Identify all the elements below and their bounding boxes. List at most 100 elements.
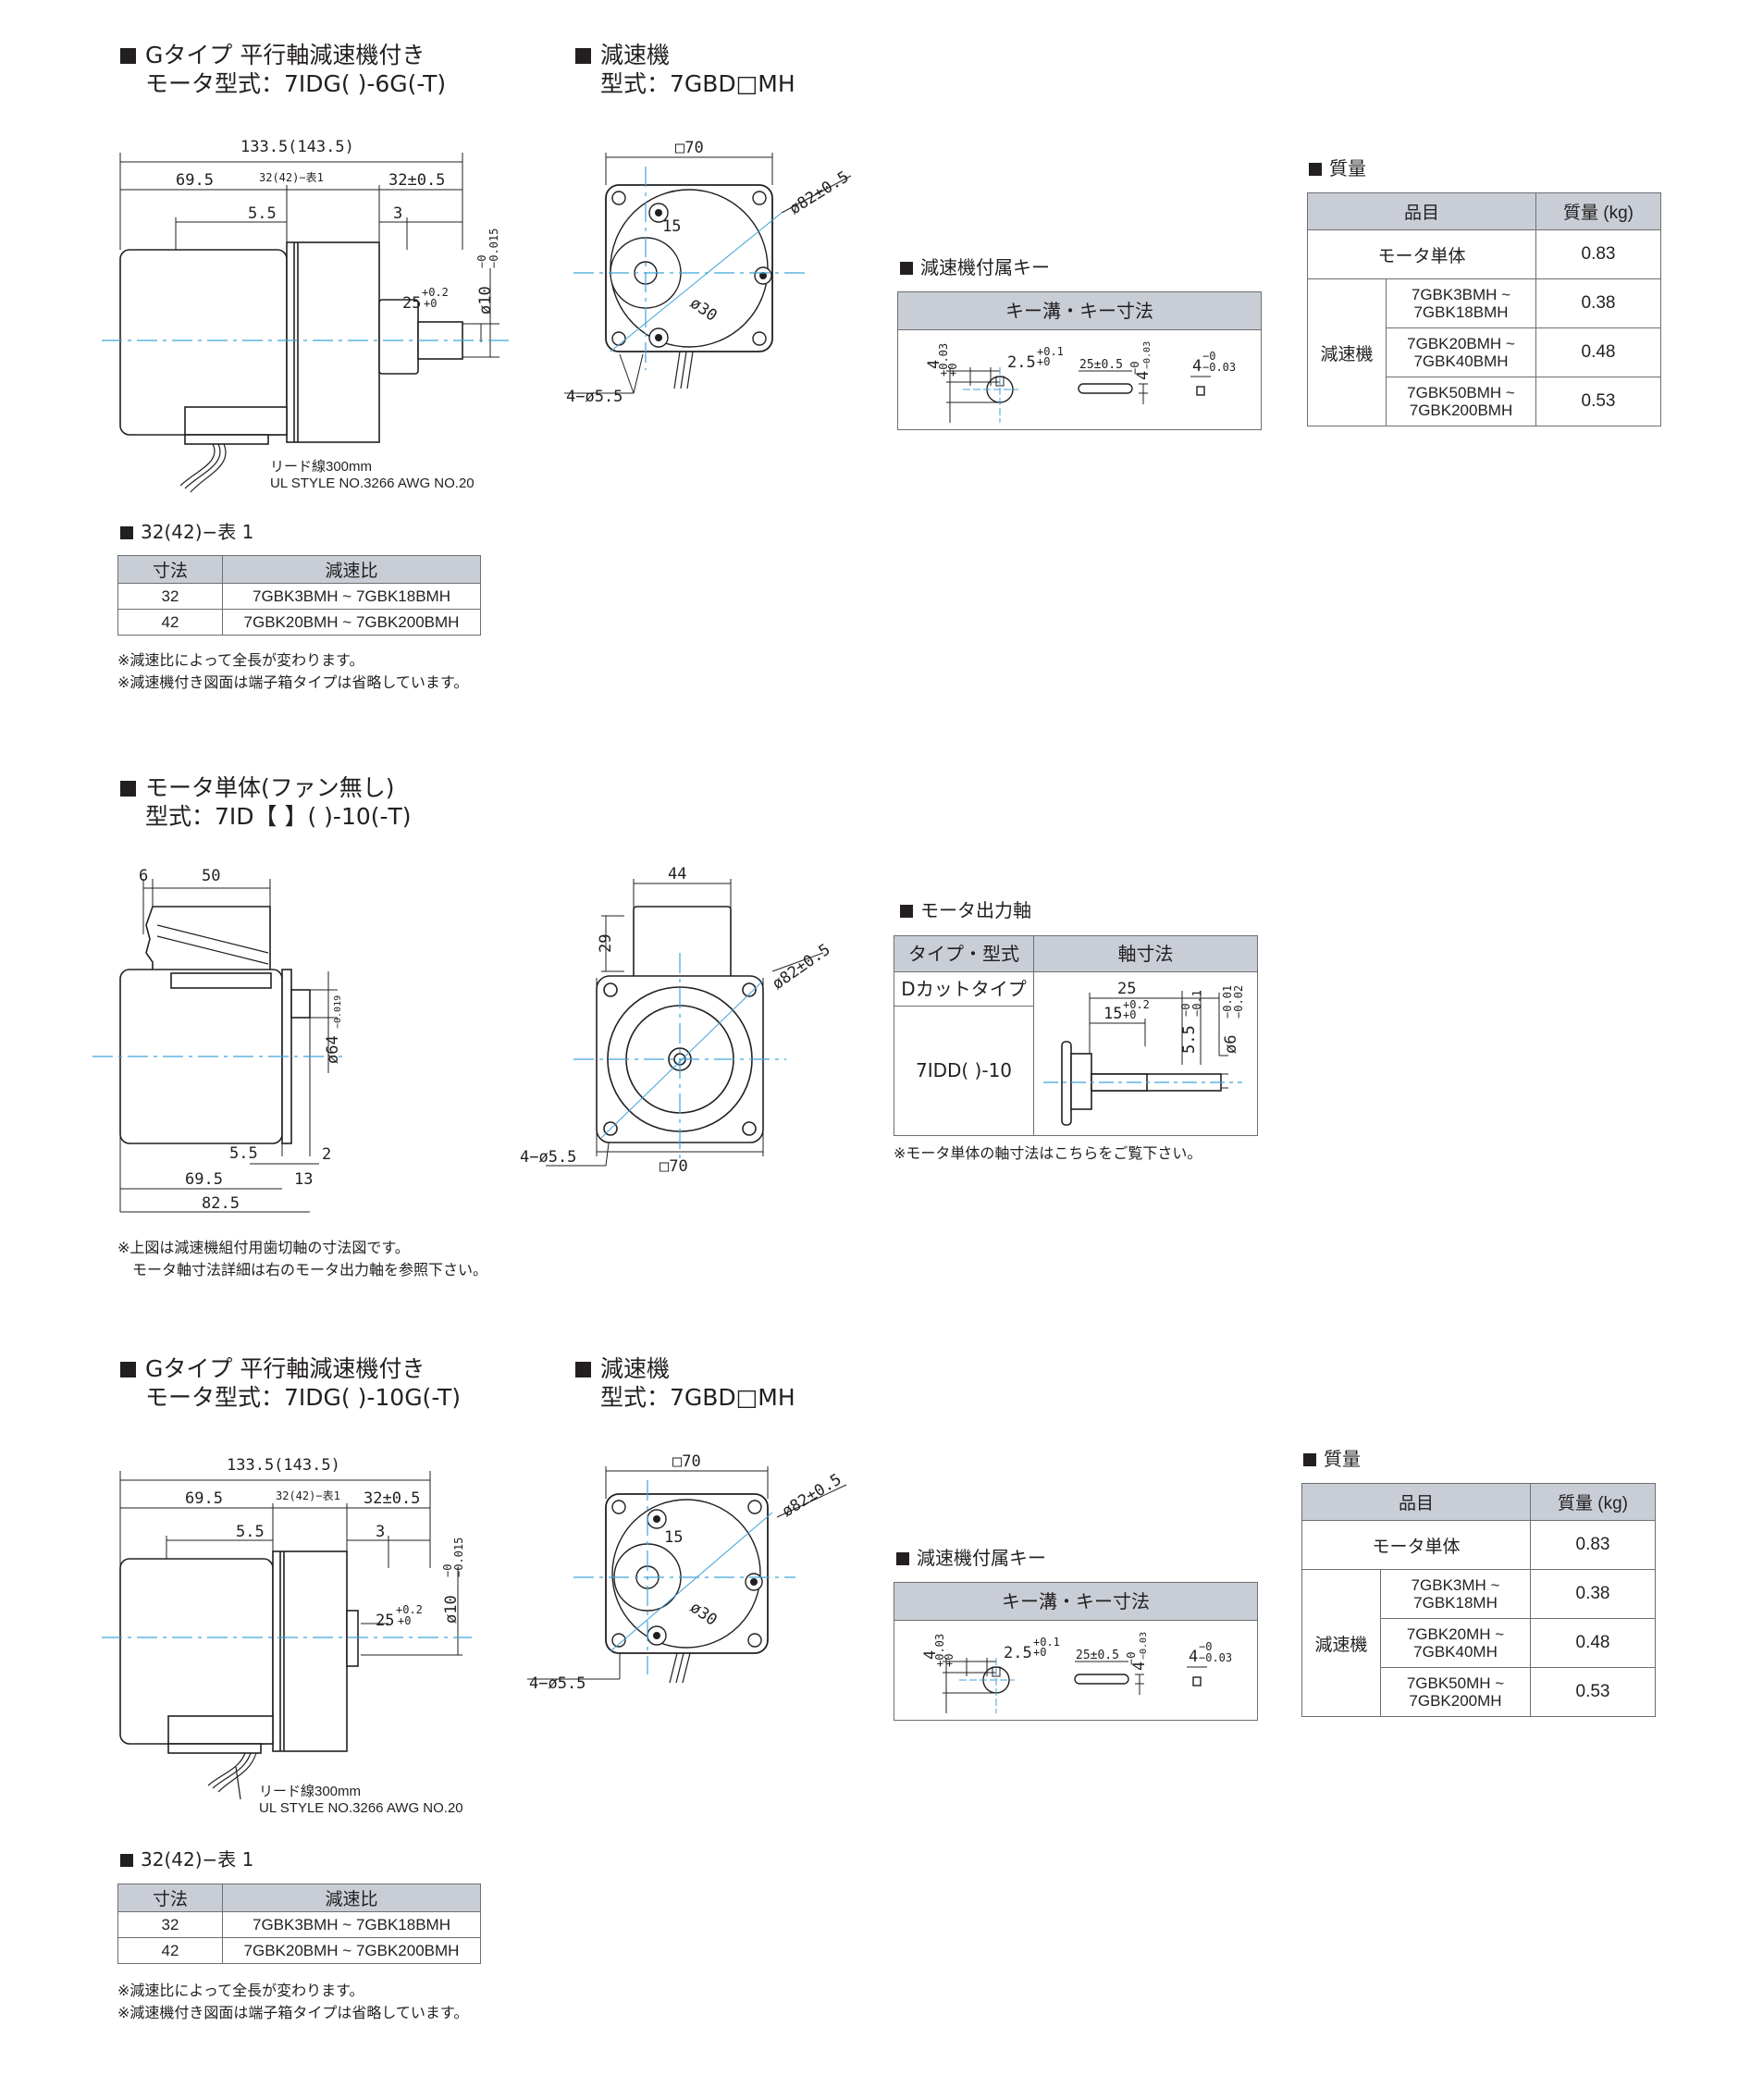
svg-text:−0: −0 (1202, 350, 1215, 363)
svg-text:−0: −0 (1199, 1640, 1212, 1653)
svg-text:+0.03: +0.03 (937, 343, 950, 377)
table-row: 7GBK3MH ~7GBK18MH (1380, 1569, 1531, 1619)
svg-text:32±0.5: 32±0.5 (388, 171, 445, 190)
svg-text:4−ø5.5: 4−ø5.5 (566, 388, 623, 406)
gear-front-drawing: □70 ø82±0.5 15 ø30 4−ø5.5 (527, 1452, 847, 1693)
svg-text:ø82±0.5: ø82±0.5 (779, 1470, 845, 1521)
svg-text:69.5: 69.5 (176, 171, 214, 190)
svg-text:5.5: 5.5 (229, 1144, 258, 1163)
svg-text:50: 50 (202, 867, 220, 885)
table-row: 7GBK20BMH ~7GBK40BMH (1386, 327, 1536, 377)
svg-text:ø10: ø10 (442, 1595, 461, 1624)
svg-text:+0.1: +0.1 (1033, 1636, 1060, 1649)
col-mass: 質量 (kg) (1535, 192, 1661, 230)
svg-text:−0.03: −0.03 (1142, 341, 1153, 369)
square-bullet-icon (896, 1552, 909, 1565)
square-bullet-icon (575, 48, 591, 64)
svg-text:+0: +0 (943, 1654, 955, 1667)
square-bullet-icon (120, 781, 136, 797)
svg-text:15: 15 (662, 217, 681, 236)
section3-title: Gタイプ 平行軸減速機付き モータ型式：7IDG( )-10G(-T) (120, 1354, 461, 1412)
svg-text:−0.01: −0.01 (1221, 985, 1234, 1019)
svg-text:−0: −0 (475, 255, 488, 268)
square-bullet-icon (900, 905, 913, 918)
svg-text:−0.03: −0.03 (1199, 1651, 1232, 1664)
table-row: 7GBK3BMH ~7GBK18BMH (1386, 278, 1536, 328)
svg-text:ø82±0.5: ø82±0.5 (786, 167, 852, 218)
svg-text:4: 4 (1134, 371, 1153, 380)
shaft-title: モータ出力軸 (900, 899, 1031, 921)
svg-text:+0: +0 (1033, 1646, 1046, 1659)
table-row: 7GBK20MH ~7GBK40MH (1380, 1618, 1531, 1668)
svg-text:4−ø5.5: 4−ø5.5 (520, 1148, 576, 1167)
lead-wire-note: リード線300mm UL STYLE NO.3266 AWG NO.20 (259, 1784, 463, 1816)
svg-text:□70: □70 (672, 1452, 701, 1471)
svg-text:44: 44 (668, 865, 686, 883)
svg-text:32(42)−表1: 32(42)−表1 (259, 171, 324, 184)
svg-text:4−ø5.5: 4−ø5.5 (529, 1674, 586, 1693)
shaft-note: ※モータ単体の軸寸法はこちらをご覧下さい。 (894, 1144, 1202, 1162)
motor-only-value: 0.83 (1535, 229, 1661, 279)
svg-text:+0.1: +0.1 (1037, 345, 1064, 358)
svg-text:133.5(143.5): 133.5(143.5) (240, 138, 354, 156)
svg-text:5.5: 5.5 (236, 1523, 265, 1541)
svg-text:+0: +0 (424, 297, 437, 310)
key-drawing: +0.03 +0 4 2.5 +0.1 +0 25±0.5 4 −0 −0.03… (921, 1632, 1232, 1713)
key-title: 減速機付属キー (896, 1547, 1046, 1569)
svg-text:ø82±0.5: ø82±0.5 (769, 941, 833, 994)
svg-text:4: 4 (925, 360, 943, 369)
svg-text:2: 2 (322, 1145, 331, 1164)
section2-title: モータ単体(ファン無し) 型式：7ID【 】( )-10(-T) (120, 773, 412, 831)
mass-title: 質量 (1303, 1448, 1361, 1470)
svg-text:−0.1: −0.1 (1190, 990, 1203, 1017)
square-bullet-icon (120, 48, 136, 64)
section1-title: Gタイプ 平行軸減速機付き モータ型式：7IDG( )-6G(-T) (120, 41, 446, 98)
svg-text:+0.2: +0.2 (422, 286, 449, 299)
svg-text:+0: +0 (398, 1614, 411, 1627)
svg-text:15: 15 (1103, 1005, 1122, 1023)
svg-text:−0: −0 (441, 1564, 454, 1577)
svg-text:+0: +0 (946, 364, 959, 377)
svg-text:29: 29 (597, 934, 615, 953)
svg-text:69.5: 69.5 (185, 1489, 223, 1508)
svg-text:25: 25 (376, 1612, 394, 1630)
svg-text:6: 6 (139, 867, 148, 885)
svg-text:3: 3 (393, 204, 402, 223)
gear-title: 減速機 型式：7GBD□MH (575, 1354, 795, 1412)
svg-text:82.5: 82.5 (202, 1194, 240, 1213)
svg-text:2.5: 2.5 (1007, 353, 1036, 372)
table-row: 7GBK50MH ~7GBK200MH (1380, 1667, 1531, 1717)
square-bullet-icon (900, 262, 913, 275)
col-item: 品目 (1307, 192, 1536, 230)
svg-text:□70: □70 (675, 139, 704, 157)
square-bullet-icon (1309, 163, 1322, 176)
lead-wire-note: リード線300mm UL STYLE NO.3266 AWG NO.20 (270, 459, 475, 491)
motor-only-front-drawing: 44 29 ø82±0.5 □70 4−ø5.5 (520, 865, 834, 1175)
section3-notes: ※減速比によって全長が変わります。 ※減速機付き図面は端子箱タイプは省略していま… (117, 1982, 469, 2021)
svg-text:15: 15 (664, 1528, 683, 1547)
svg-text:+0: +0 (1123, 1008, 1136, 1021)
gear-title: 減速機 型式：7GBD□MH (575, 41, 795, 98)
square-bullet-icon (575, 1362, 591, 1377)
svg-text:−0: −0 (1125, 1652, 1138, 1665)
square-bullet-icon (120, 1362, 136, 1377)
svg-text:25±0.5: 25±0.5 (1076, 1649, 1119, 1662)
svg-text:−0.02: −0.02 (1232, 985, 1245, 1019)
svg-text:ø64: ø64 (324, 1035, 342, 1064)
svg-text:−0.015: −0.015 (452, 1538, 465, 1577)
svg-text:−0.03: −0.03 (1202, 361, 1236, 374)
svg-text:4: 4 (921, 1650, 940, 1660)
svg-text:−0.019: −0.019 (333, 995, 343, 1029)
gear-label: 減速機 (1307, 278, 1387, 426)
table1-title: 32(42)−表 1 (120, 1848, 253, 1871)
svg-text:4: 4 (1189, 1648, 1198, 1666)
gear-front-drawing: □70 ø82±0.5 15 ø30 4−ø5.5 (564, 139, 852, 406)
section2-notes: ※上図は減速機組付用歯切軸の寸法図です。 モータ軸寸法詳細は右のモータ出力軸を参… (117, 1239, 488, 1279)
svg-text:−0: −0 (1128, 362, 1141, 375)
svg-text:25±0.5: 25±0.5 (1079, 358, 1123, 372)
